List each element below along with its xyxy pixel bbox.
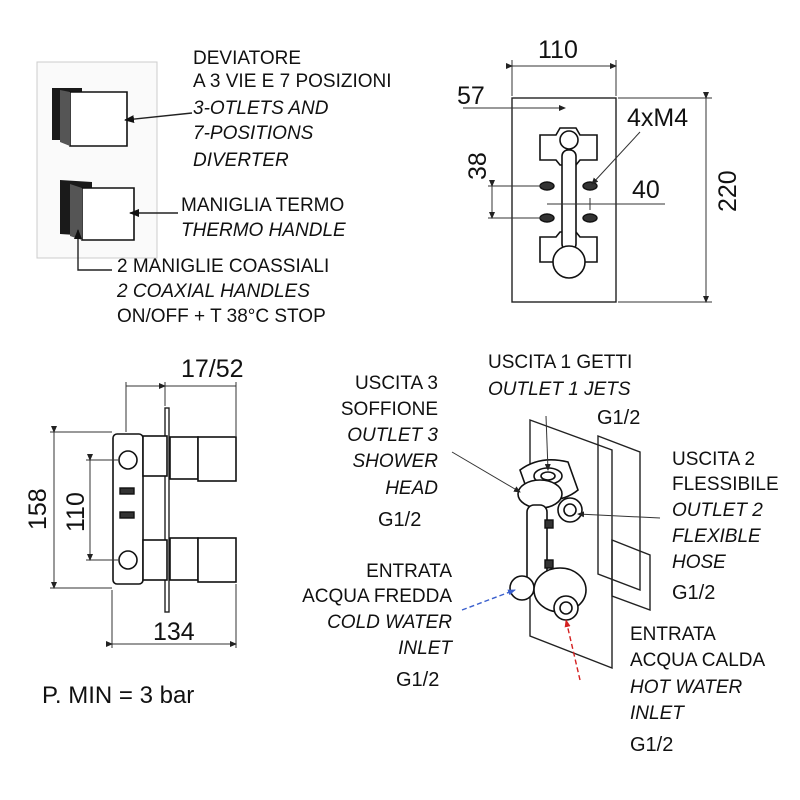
side-length: 134 xyxy=(153,618,195,646)
hot-it-2: ACQUA CALDA xyxy=(630,650,765,671)
coax-note: ON/OFF + T 38°C STOP xyxy=(117,306,326,327)
iso-view xyxy=(509,418,651,670)
cold-it-1: ENTRATA xyxy=(366,561,452,582)
out3-it-2: SOFFIONE xyxy=(341,399,438,420)
diverter-en-2: 7-POSITIONS xyxy=(193,123,314,144)
front-width: 110 xyxy=(538,36,578,64)
side-depth: 17/52 xyxy=(181,355,244,383)
out2-en-3: HOSE xyxy=(672,552,726,573)
coax-it: 2 MANIGLIE COASSIALI xyxy=(117,256,329,277)
diverter-it-1: DEVIATORE xyxy=(193,48,301,69)
out3-size: G1/2 xyxy=(378,509,421,531)
hot-it-1: ENTRATA xyxy=(630,624,716,645)
out1-size: G1/2 xyxy=(597,407,640,429)
out3-en-1: OUTLET 3 xyxy=(347,425,438,446)
cold-it-2: ACQUA FREDDA xyxy=(302,586,452,607)
cold-size: G1/2 xyxy=(396,669,439,691)
out2-en-2: FLEXIBLE xyxy=(672,526,761,547)
thermo-handle xyxy=(81,187,135,241)
diverter-it-2: A 3 VIE E 7 POSIZIONI xyxy=(193,71,392,92)
front-spacing-v: 38 xyxy=(464,152,492,180)
thermo-it: MANIGLIA TERMO xyxy=(181,195,344,216)
hot-en-1: HOT WATER xyxy=(630,677,743,698)
cold-en-2: INLET xyxy=(398,638,453,659)
side-height-total: 158 xyxy=(24,488,52,530)
front-view xyxy=(511,97,617,303)
hot-size: G1/2 xyxy=(630,734,673,756)
front-plate xyxy=(511,97,617,303)
out1-it: USCITA 1 GETTI xyxy=(488,352,632,373)
front-screws: 4xM4 xyxy=(627,104,688,132)
out3-en-3: HEAD xyxy=(385,478,438,499)
diverter-handle xyxy=(69,91,128,147)
hot-en-2: INLET xyxy=(630,703,685,724)
pressure-note: P. MIN = 3 bar xyxy=(42,682,194,709)
out3-it-1: USCITA 3 xyxy=(355,373,438,394)
diverter-en-1: 3-OTLETS AND xyxy=(193,98,329,119)
out3-en-2: SHOWER xyxy=(353,451,439,472)
product-illustration xyxy=(36,61,158,259)
thermo-en: THERMO HANDLE xyxy=(181,220,346,241)
cold-en-1: COLD WATER xyxy=(327,612,452,633)
front-offset: 57 xyxy=(457,82,485,110)
front-height: 220 xyxy=(714,170,742,212)
out2-it-1: USCITA 2 xyxy=(672,449,755,470)
coax-en: 2 COAXIAL HANDLES xyxy=(116,281,310,302)
side-height-inner: 110 xyxy=(62,492,90,532)
out2-en-1: OUTLET 2 xyxy=(672,500,763,521)
side-view xyxy=(112,407,237,613)
out2-it-2: FLESSIBILE xyxy=(672,474,779,495)
diverter-en-3: DIVERTER xyxy=(193,150,289,171)
out2-size: G1/2 xyxy=(672,582,715,604)
out1-en: OUTLET 1 JETS xyxy=(488,379,631,400)
front-spacing-h: 40 xyxy=(632,176,660,204)
